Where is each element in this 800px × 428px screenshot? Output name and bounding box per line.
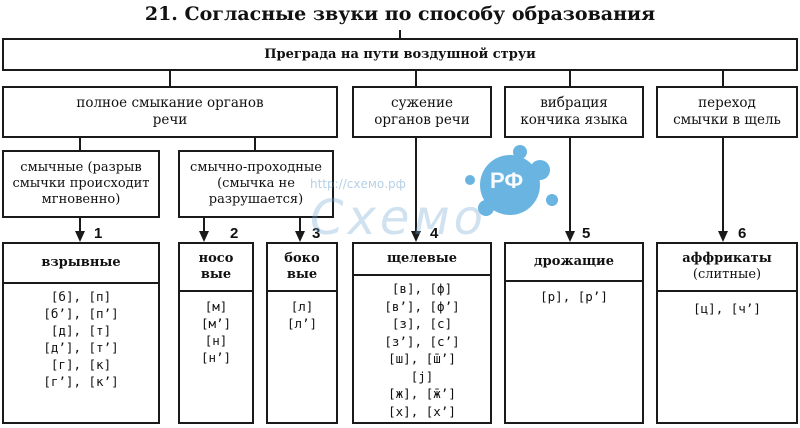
sound-item: [д’], [т’] (43, 340, 119, 355)
category-number: 5 (582, 225, 591, 242)
sound-item: [м’] (200, 316, 232, 331)
category-name: щелевые (386, 251, 458, 266)
category-trill: 5 дрожащие [р], [р’] (504, 226, 644, 424)
watermark-url: http://схемо.рф (310, 177, 406, 191)
category-name: боковые (284, 251, 320, 282)
sound-item: [ш], [ш̄’] (388, 351, 456, 366)
category-affricate: 6 аффрикаты (слитные) [ц], [ч’] (656, 226, 798, 424)
sound-list: [л] [л’] (268, 298, 336, 332)
sound-item: [х], [х’] (388, 403, 456, 419)
transition-box: переход смычки в щель (656, 86, 798, 138)
sound-list: [в], [ф] [в’], [ф’] [з], [с] [з’], [с’] … (354, 280, 490, 420)
sound-item: [л] (290, 299, 314, 314)
category-number: 2 (230, 225, 239, 242)
sound-item: [б], [п] (50, 289, 112, 304)
root-box: Преграда на пути воздушной струи (2, 38, 798, 71)
category-plosive: 1 взрывные [б], [п] [б’], [п’] [д], [т] … (2, 226, 160, 424)
vibration-box: вибрация кончика языка (504, 86, 644, 138)
sound-item: [ж], [ж̄’] (388, 386, 456, 401)
category-lateral: 3 боковые [л] [л’] (266, 226, 338, 424)
stop-passage-box: смычно-проходные (смычка не разрушается) (178, 150, 334, 218)
sound-list: [ц], [ч’] (658, 300, 796, 317)
sound-item: [н] (204, 333, 228, 348)
sound-item: [в’], [ф’] (384, 298, 460, 314)
sound-item: [ц], [ч’] (693, 301, 761, 316)
sound-item: [в], [ф] (391, 281, 453, 296)
sound-item: [г], [к] (50, 357, 112, 372)
sound-item: [н’] (200, 350, 232, 365)
full-closure-box: полное смыкание органов речи (2, 86, 338, 138)
sound-list: [р], [р’] (506, 288, 642, 305)
page-title: 21. Согласные звуки по способу образован… (144, 3, 656, 25)
sound-item: [б’], [п’] (43, 306, 119, 321)
sound-item: [р], [р’] (540, 289, 608, 304)
sound-item: [м] (204, 299, 228, 314)
stop-consonants-box: смычные (разрыв смычки происходит мгнове… (2, 150, 160, 218)
category-name: взрывные (41, 255, 121, 270)
category-nasal: 2 носовые [м] [м’] [н] [н’] (178, 226, 254, 424)
sound-item: [з], [с] (391, 316, 453, 331)
category-subname: (слитные) (692, 267, 762, 282)
sound-list: [б], [п] [б’], [п’] [д], [т] [д’], [т’] … (4, 288, 158, 390)
sound-item: [л’] (286, 316, 318, 331)
sound-item: [j] (410, 368, 434, 384)
category-number: 6 (738, 225, 747, 242)
sound-item: [з’], [с’] (384, 333, 460, 349)
category-fricative: 4 щелевые [в], [ф] [в’], [ф’] [з], [с] [… (352, 226, 492, 424)
sound-item: [г’], [к’] (43, 374, 119, 389)
category-name: носовые (198, 251, 234, 282)
sound-item: [д], [т] (50, 323, 112, 338)
narrowing-box: сужение органов речи (352, 86, 492, 138)
watermark-badge: РФ (490, 168, 524, 193)
watermark-text: Схемо (310, 190, 488, 246)
sound-list: [м] [м’] [н] [н’] (180, 298, 252, 366)
category-number: 1 (94, 225, 103, 242)
category-number: 4 (430, 225, 439, 242)
category-name: дрожащие (534, 254, 614, 269)
category-name: аффрикаты (682, 251, 772, 266)
category-number: 3 (312, 225, 321, 242)
